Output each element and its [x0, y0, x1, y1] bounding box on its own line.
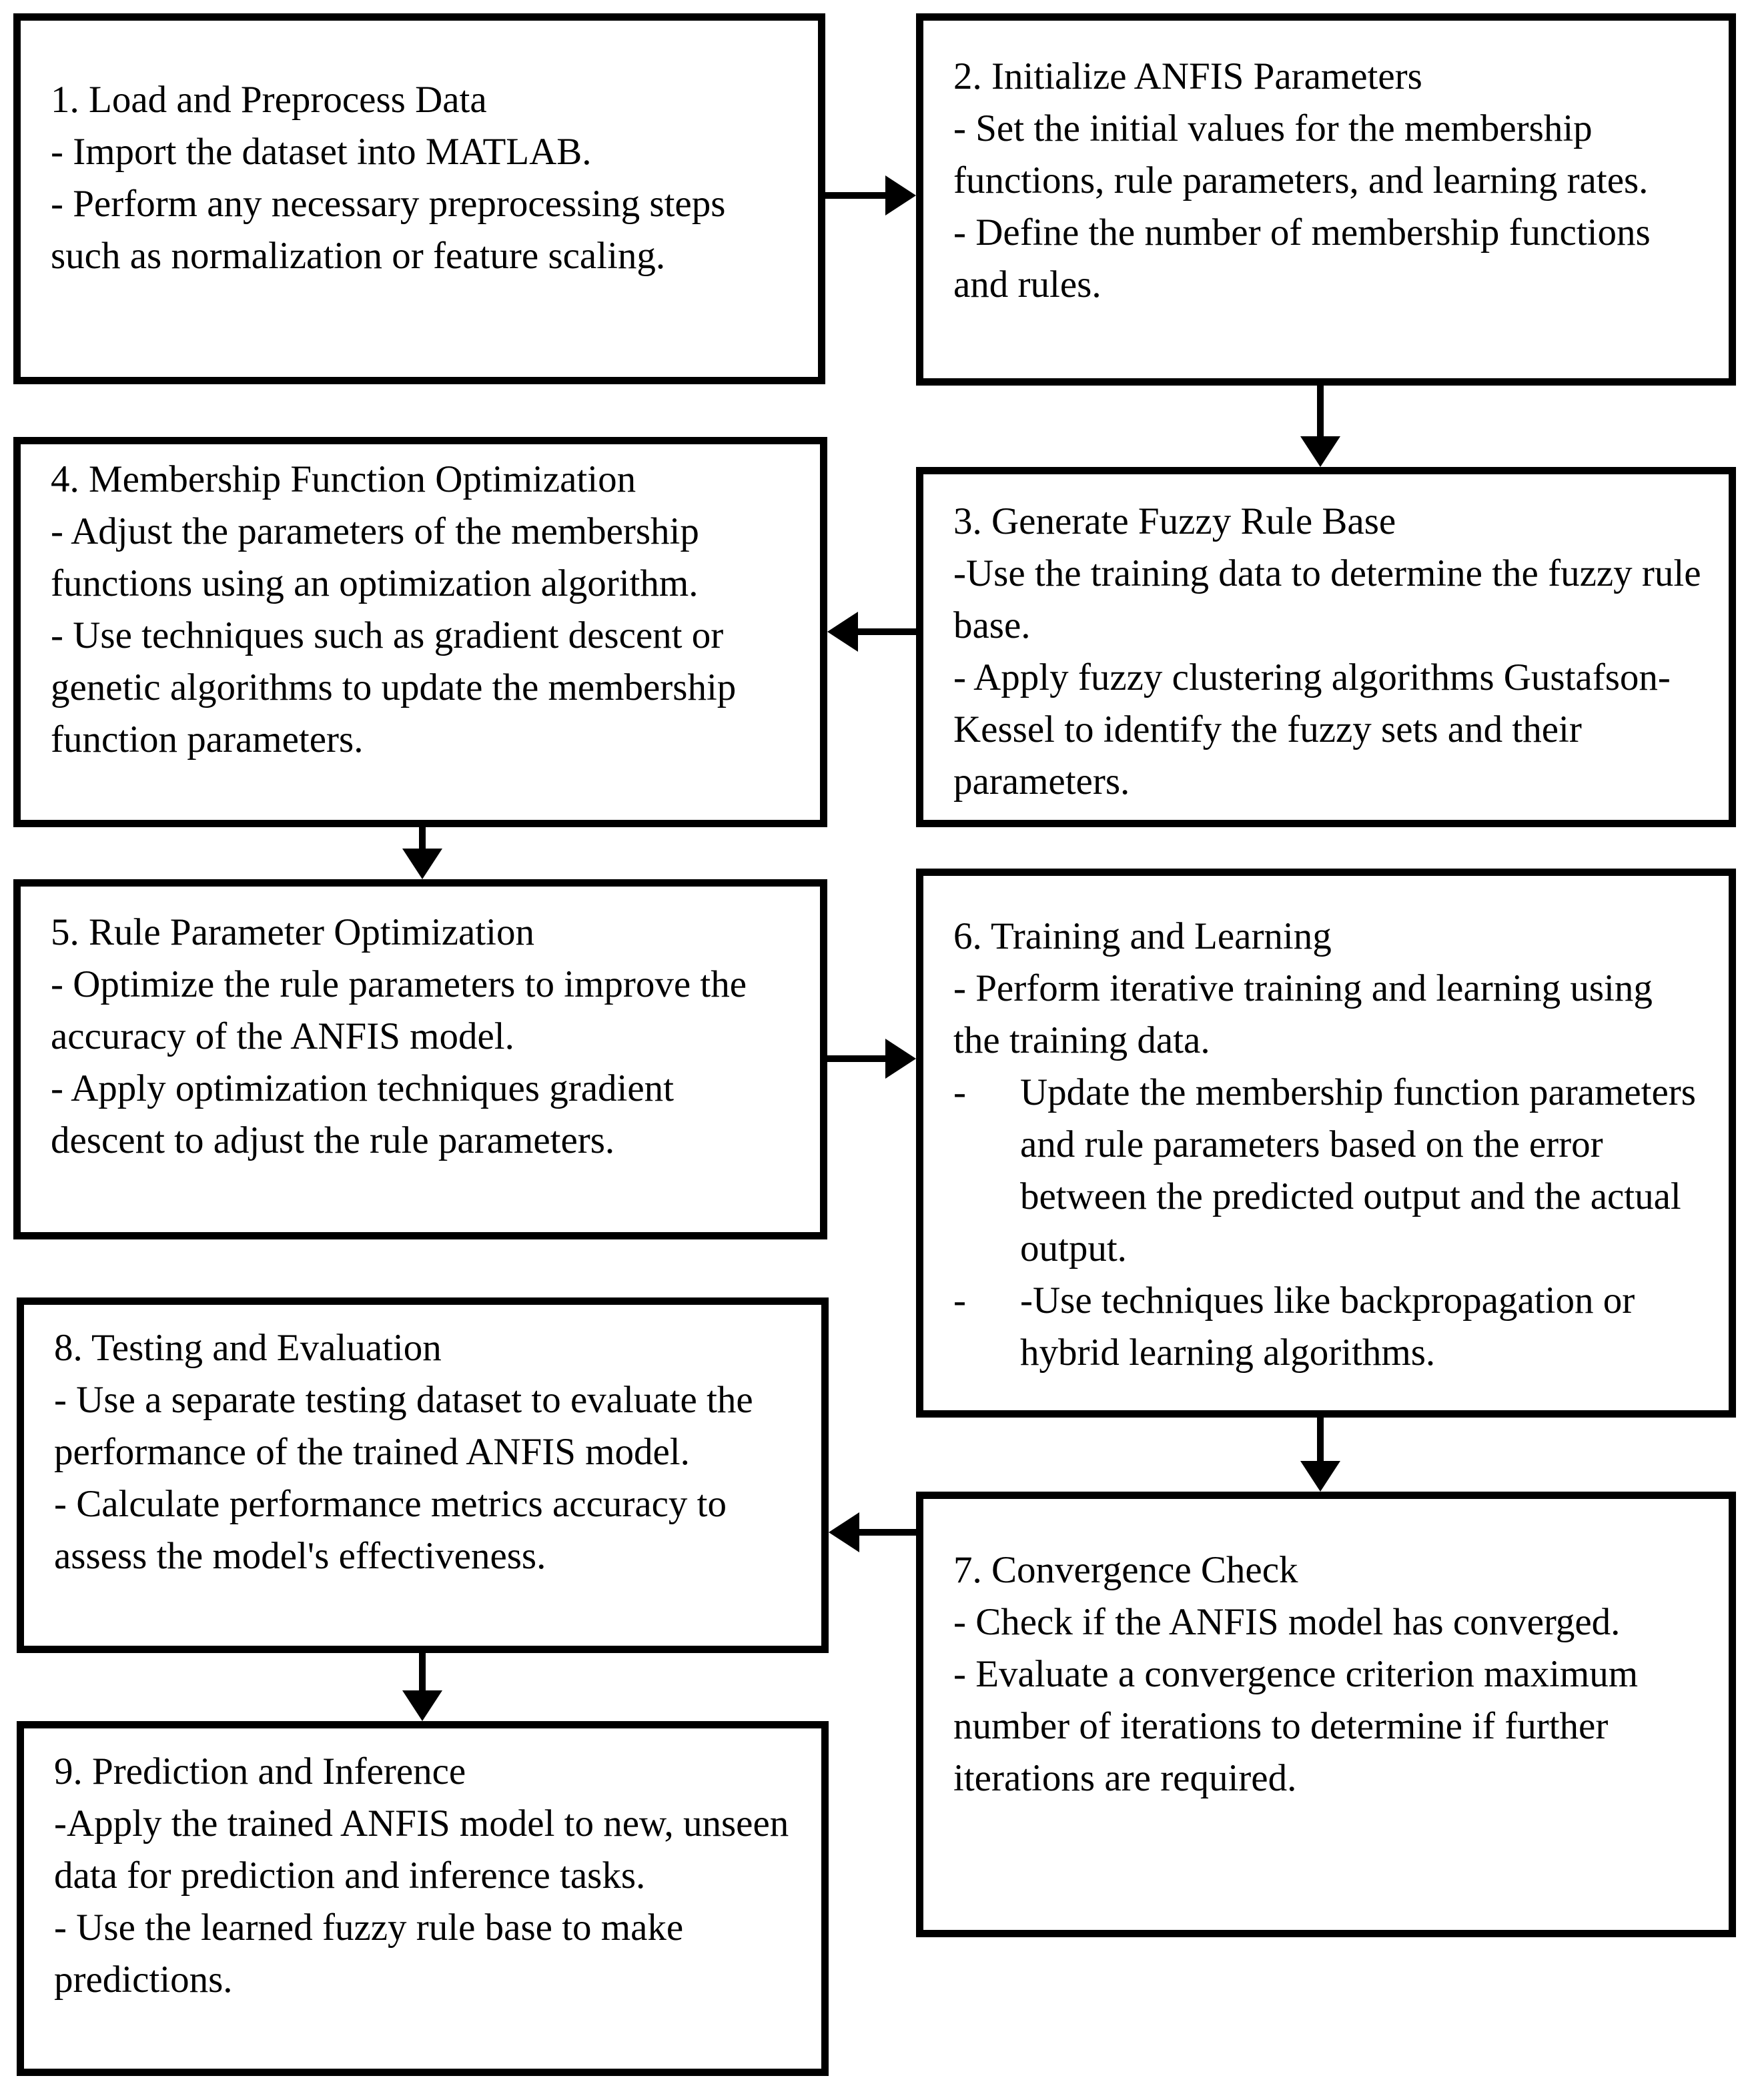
step-title: 7. Convergence Check — [953, 1549, 1298, 1591]
box-content: 9. Prediction and Inference -Apply the t… — [24, 1728, 821, 2006]
step-detail: - Evaluate a convergence criterion maxim… — [953, 1653, 1639, 1799]
box-content: 8. Testing and Evaluation - Use a separa… — [24, 1305, 821, 1582]
step-title: 3. Generate Fuzzy Rule Base — [953, 500, 1396, 542]
step-detail: - Calculate performance metrics accuracy… — [54, 1483, 727, 1577]
box-step-2-initialize-anfis-parameters: 2. Initialize ANFIS Parameters - Set the… — [916, 13, 1736, 386]
box-content: 6. Training and Learning - Perform itera… — [923, 876, 1729, 1379]
box-content: 1. Load and Preprocess Data - Import the… — [21, 21, 818, 282]
arrowhead-right-icon — [885, 175, 916, 215]
box-step-7-convergence-check: 7. Convergence Check - Check if the ANFI… — [916, 1492, 1736, 1937]
arrow-line — [1317, 386, 1324, 439]
step-detail-list-item: - Update the membership function paramete… — [953, 1067, 1702, 1275]
box-step-9-prediction-and-inference: 9. Prediction and Inference -Apply the t… — [17, 1721, 829, 2076]
step-detail: - Define the number of membership functi… — [953, 211, 1651, 306]
arrowhead-down-icon — [402, 1690, 442, 1721]
step-detail: - Optimize the rule parameters to improv… — [51, 963, 747, 1057]
arrowhead-down-icon — [402, 849, 442, 879]
step-detail: - Apply fuzzy clustering algorithms Gust… — [953, 656, 1671, 803]
arrowhead-right-icon — [885, 1039, 916, 1079]
step-detail: - Perform iterative training and learnin… — [953, 967, 1653, 1061]
arrow-line — [419, 827, 426, 851]
box-content: 4. Membership Function Optimization - Ad… — [21, 444, 820, 766]
step-detail: - Set the initial values for the members… — [953, 107, 1649, 201]
bullet-dash: - — [953, 1071, 966, 1113]
list-item-text: Update the membership function parameter… — [1020, 1071, 1696, 1269]
arrow-line — [825, 192, 888, 199]
box-step-5-rule-parameter-optimization: 5. Rule Parameter Optimization - Optimiz… — [13, 879, 827, 1239]
arrow-line — [858, 1529, 916, 1536]
step-detail: - Use a separate testing dataset to eval… — [54, 1379, 753, 1473]
step-title: 8. Testing and Evaluation — [54, 1327, 442, 1369]
box-step-8-testing-and-evaluation: 8. Testing and Evaluation - Use a separa… — [17, 1297, 829, 1653]
step-title: 9. Prediction and Inference — [54, 1750, 466, 1792]
arrowhead-down-icon — [1300, 1461, 1340, 1492]
step-detail: - Apply optimization techniques gradient… — [51, 1067, 674, 1161]
step-detail: - Perform any necessary preprocessing st… — [51, 183, 726, 277]
bullet-dash: - — [953, 1279, 966, 1322]
step-detail: - Use techniques such as gradient descen… — [51, 614, 737, 760]
arrowhead-left-icon — [827, 612, 858, 652]
arrow-line — [419, 1653, 426, 1693]
step-detail: - Use the learned fuzzy rule base to mak… — [54, 1907, 684, 2001]
box-content: 7. Convergence Check - Check if the ANFI… — [923, 1499, 1729, 1804]
step-detail: - Import the dataset into MATLAB. — [51, 131, 592, 173]
arrowhead-down-icon — [1300, 436, 1340, 467]
box-step-6-training-and-learning: 6. Training and Learning - Perform itera… — [916, 869, 1736, 1418]
arrow-line — [827, 1055, 888, 1062]
box-content: 3. Generate Fuzzy Rule Base -Use the tra… — [923, 474, 1729, 808]
step-detail-list-item: - -Use techniques like backpropagation or… — [953, 1275, 1702, 1379]
step-title: 4. Membership Function Optimization — [51, 458, 636, 500]
box-content: 5. Rule Parameter Optimization - Optimiz… — [21, 887, 820, 1167]
arrow-line — [857, 628, 916, 635]
arrowhead-left-icon — [829, 1512, 859, 1552]
step-title: 5. Rule Parameter Optimization — [51, 911, 534, 953]
box-content: 2. Initialize ANFIS Parameters - Set the… — [923, 21, 1729, 311]
step-title: 1. Load and Preprocess Data — [51, 79, 487, 121]
box-step-1-load-and-preprocess-data: 1. Load and Preprocess Data - Import the… — [13, 13, 825, 384]
arrow-line — [1317, 1418, 1324, 1464]
step-detail: -Use the training data to determine the … — [953, 552, 1701, 646]
box-step-4-membership-function-optimization: 4. Membership Function Optimization - Ad… — [13, 437, 827, 827]
box-step-3-generate-fuzzy-rule-base: 3. Generate Fuzzy Rule Base -Use the tra… — [916, 467, 1736, 827]
step-title: 2. Initialize ANFIS Parameters — [953, 55, 1422, 97]
step-title: 6. Training and Learning — [953, 915, 1332, 957]
step-detail: -Apply the trained ANFIS model to new, u… — [54, 1802, 789, 1897]
list-item-text: -Use techniques like backpropagation or … — [1020, 1279, 1635, 1374]
step-detail: - Adjust the parameters of the membershi… — [51, 510, 699, 604]
step-detail: - Check if the ANFIS model has converged… — [953, 1601, 1621, 1643]
